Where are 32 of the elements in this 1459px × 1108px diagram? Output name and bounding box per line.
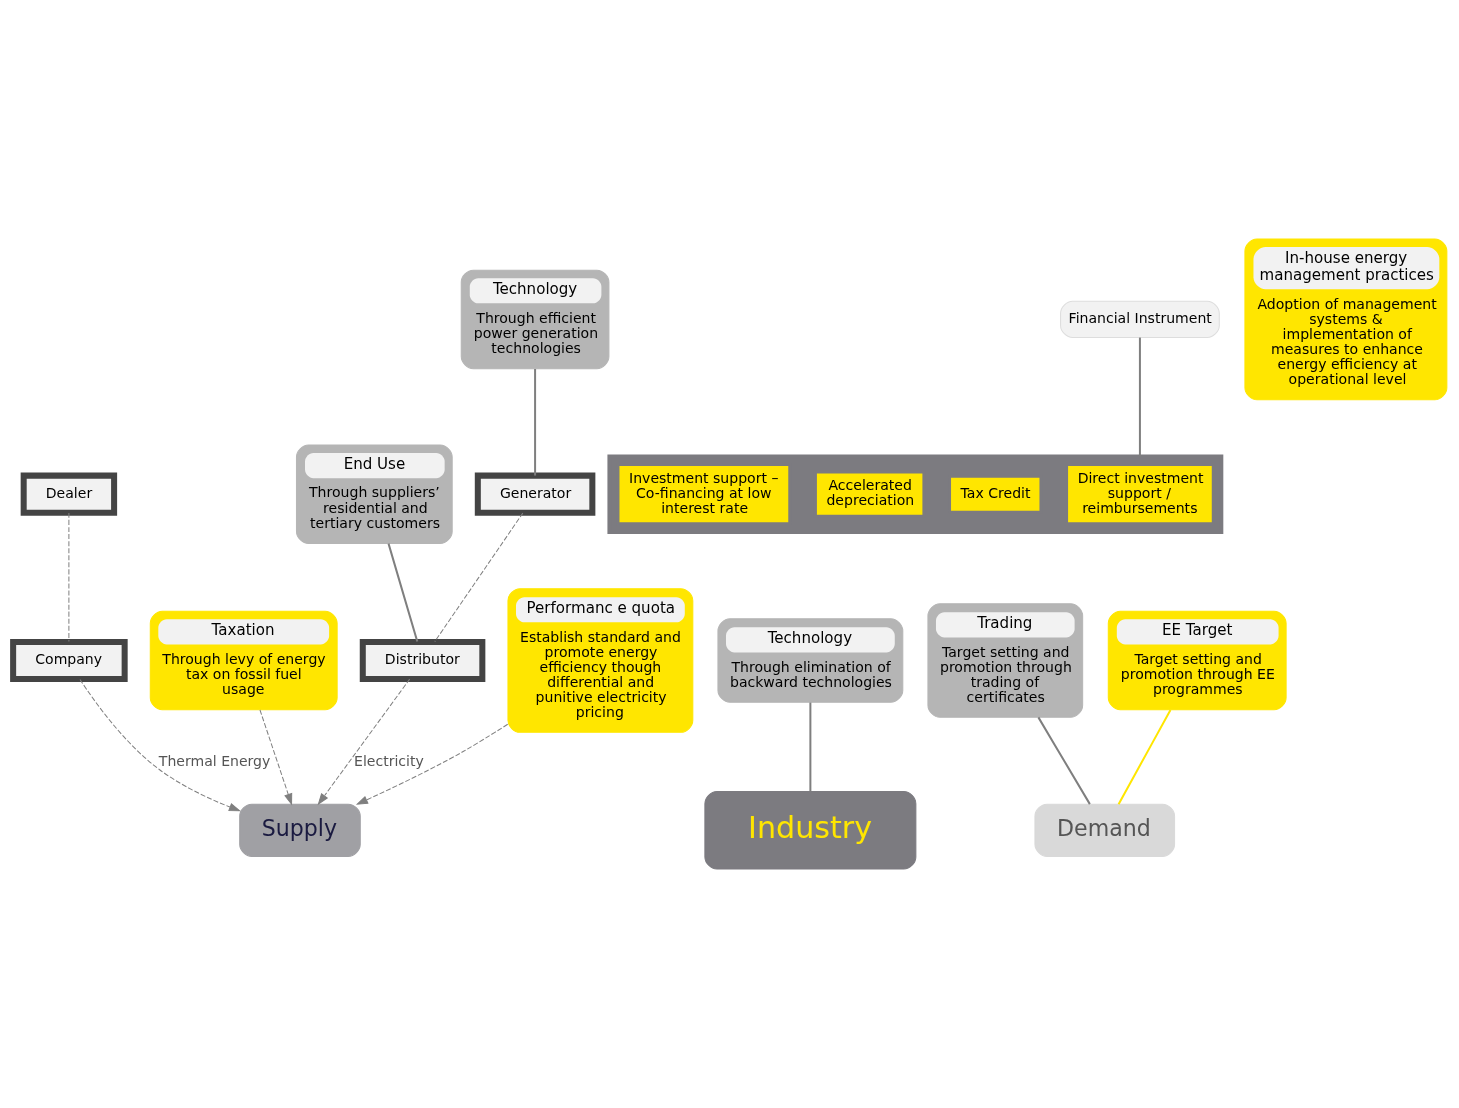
node-box: Dealer <box>20 472 117 516</box>
edge-label: Electricity <box>353 752 424 769</box>
node-box: In-house energy management practices Adoption of management systems & implementation of measures to enhance energy efficiency at operational level <box>1243 238 1447 401</box>
node-box: End Use Through suppliers’ residential and tertiary customers <box>295 444 453 544</box>
arrow <box>259 709 292 805</box>
node-box: Performanc e quota Establish standard and promote energy efficiency though differential and punitive electricity pricing <box>506 588 693 733</box>
node-box: Trading Target setting and promotion through trading of certificates <box>926 603 1083 718</box>
connector <box>808 702 811 792</box>
node-box: Technology Through efficient power generation technologies <box>460 269 609 370</box>
node-box: Supply <box>238 803 361 857</box>
arrow <box>79 678 240 812</box>
node-box: Demand <box>1033 803 1175 857</box>
connector <box>1117 709 1171 805</box>
connector <box>67 512 69 643</box>
node-box: Financial Instrument <box>1059 300 1220 338</box>
connector <box>433 512 523 643</box>
edge-label: Thermal Energy <box>158 752 270 769</box>
node-box: Technology Through elimination of backward technologies <box>716 618 903 703</box>
connector <box>387 543 418 642</box>
cluster <box>606 454 1223 534</box>
node-box: Taxation Through levy of energy tax on fossil fuel usage <box>149 610 338 711</box>
arrow <box>356 723 508 805</box>
node-box: Industry <box>703 791 916 870</box>
node-box: Generator <box>474 472 595 516</box>
connector <box>533 369 536 476</box>
connector <box>1037 716 1091 805</box>
node-box: Accelerated depreciation <box>813 470 925 518</box>
connector <box>1138 337 1141 457</box>
node-box: EE Target Target setting and promotion through EE programmes <box>1107 610 1287 711</box>
arrow <box>317 678 410 805</box>
node-box: Distributor <box>359 638 485 683</box>
node-box: Company <box>9 638 128 683</box>
